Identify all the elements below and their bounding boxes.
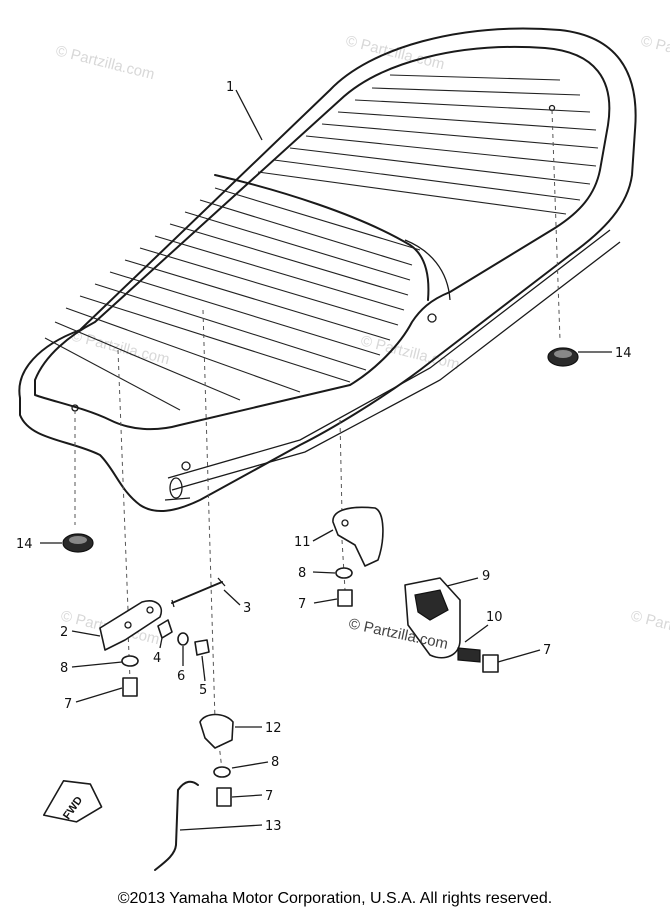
callout-3: 3 — [243, 601, 251, 616]
grommet-left-hole — [69, 536, 87, 544]
callout-7-bottom: 7 — [265, 789, 273, 804]
watermark: © Partzilla.com — [54, 42, 156, 83]
bolt-7a — [337, 589, 353, 607]
callout-4: 4 — [153, 651, 161, 666]
seat-ribs — [44, 74, 599, 411]
callout-12: 12 — [265, 721, 282, 736]
hinge-shaft-3 — [171, 581, 223, 604]
callout-14-left: 14 — [16, 537, 33, 552]
fwd-arrow-icon: FWD — [42, 780, 103, 823]
leader-lines — [40, 89, 612, 831]
callout-8-left: 8 — [60, 661, 68, 676]
callout-8-upper: 8 — [298, 566, 306, 581]
holder-12 — [199, 713, 234, 749]
copyright-notice: ©2013 Yamaha Motor Corporation, U.S.A. A… — [117, 890, 553, 907]
clip-4 — [157, 619, 173, 639]
bolt-7c — [122, 677, 138, 697]
washer-8b — [121, 655, 139, 667]
callout-6: 6 — [177, 669, 185, 684]
bracket-11 — [332, 506, 384, 567]
rod-13 — [154, 780, 199, 871]
watermark: © Partzilla.com — [639, 32, 670, 73]
callout-13: 13 — [265, 819, 282, 834]
callout-11: 11 — [294, 535, 311, 550]
callout-7-left: 7 — [64, 697, 72, 712]
watermark: © Partzilla.com — [629, 607, 670, 648]
spacer-5 — [194, 639, 210, 656]
callout-14-right: 14 — [615, 346, 632, 361]
callout-10: 10 — [486, 610, 503, 625]
callout-9: 9 — [482, 569, 490, 584]
bolt-7b — [482, 654, 499, 673]
washer-8c — [213, 766, 231, 778]
callout-labels: 1 14 14 11 8 7 9 10 7 3 2 4 6 5 8 7 12 8… — [16, 80, 632, 834]
watermark: © Partzilla.com — [69, 327, 171, 368]
callout-5: 5 — [199, 683, 207, 698]
collar-6 — [177, 632, 189, 646]
parts — [62, 347, 579, 871]
bolt-7d — [216, 787, 232, 807]
seat-assembly — [18, 27, 637, 512]
washer-8a — [335, 567, 353, 579]
grommet-right-hole — [554, 350, 572, 358]
callout-1: 1 — [226, 80, 234, 95]
callout-2: 2 — [60, 625, 68, 640]
callout-7-upper: 7 — [298, 597, 306, 612]
callout-8-bottom: 8 — [271, 755, 279, 770]
lock-cylinder-10 — [457, 647, 481, 663]
callout-7-right: 7 — [543, 643, 551, 658]
